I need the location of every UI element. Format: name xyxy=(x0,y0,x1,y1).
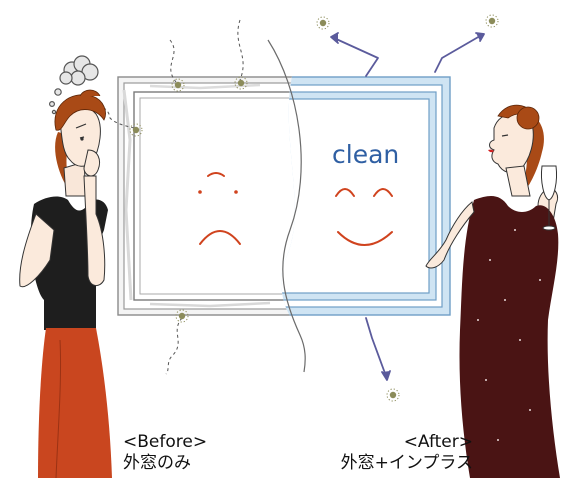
after-caption: 外窓+インプラス xyxy=(341,453,473,474)
dust-particle-icon xyxy=(387,389,399,401)
before-title: <Before> xyxy=(123,432,207,453)
clean-word: clean xyxy=(332,140,399,169)
dust-escaping-arrow-icon xyxy=(366,318,386,376)
worried-woman xyxy=(20,56,112,478)
dust-escaping-arrow-icon xyxy=(435,36,480,72)
dust-particle-icon xyxy=(317,17,329,29)
after-label: <After> 外窓+インプラス xyxy=(341,432,473,474)
window-frame xyxy=(118,40,450,372)
before-caption: 外窓のみ xyxy=(123,453,207,474)
after-title: <After> xyxy=(341,432,473,453)
before-label: <Before> 外窓のみ xyxy=(123,432,207,474)
dust-escaping-arrow-icon xyxy=(334,38,378,76)
dust-particle-icon xyxy=(486,15,498,27)
